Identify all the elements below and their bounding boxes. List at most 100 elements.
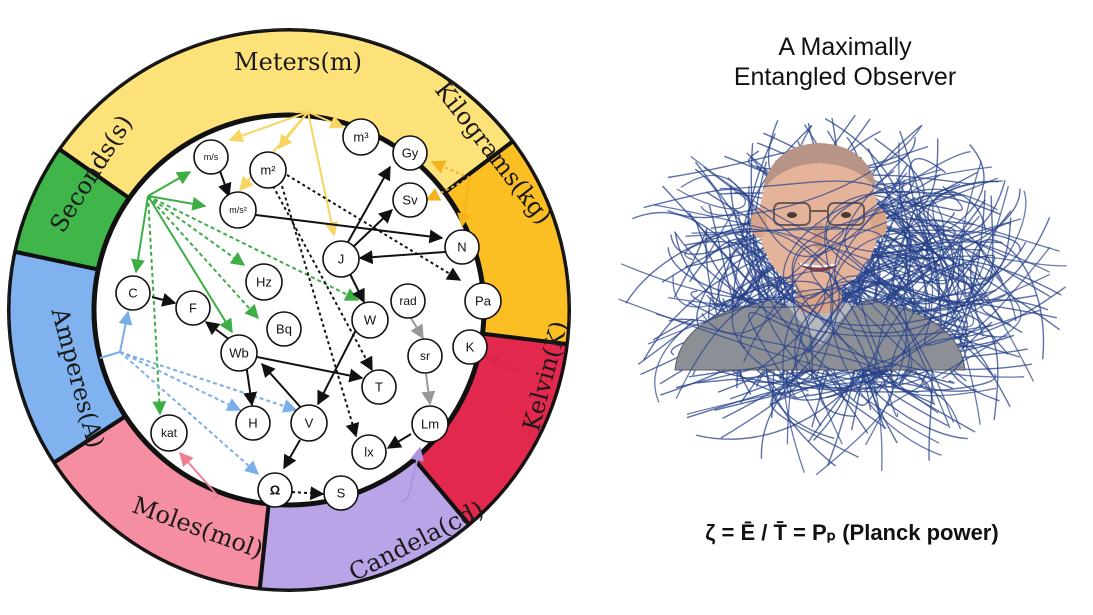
- unit-node-v: V: [290, 404, 328, 442]
- entanglement-network-front: [618, 124, 1067, 476]
- unit-node-sr: sr: [407, 338, 443, 374]
- network-strand: [637, 318, 695, 365]
- svg-text:Bq: Bq: [276, 322, 292, 337]
- network-strand: [618, 166, 913, 378]
- network-strand: [887, 239, 1022, 407]
- network-strand: [748, 311, 1025, 398]
- svg-text:sr: sr: [420, 349, 430, 363]
- unit-node-n: N: [444, 229, 480, 265]
- svg-text:C: C: [128, 286, 137, 301]
- network-strand: [734, 218, 1022, 384]
- network-strand: [686, 381, 962, 430]
- svg-text:S: S: [337, 486, 346, 501]
- network-strand: [852, 264, 1017, 402]
- svg-text:Gy: Gy: [402, 146, 419, 161]
- unit-node-k: K: [452, 329, 488, 365]
- svg-text:Lm: Lm: [421, 417, 439, 432]
- planck-power-formula: ζ = Ē / T̄ = Pₚ (Planck power): [705, 520, 999, 545]
- network-strand: [873, 253, 1006, 380]
- derivation-arrows: [151, 165, 462, 501]
- unit-node-rad: rad: [390, 283, 426, 319]
- inner-disc: [91, 112, 487, 508]
- candela-arrow: [401, 446, 424, 503]
- si-units-diagram: Meters(m) Kilograms(kg) Kelvin(K) Candel…: [7, 28, 573, 592]
- svg-text:K: K: [466, 340, 475, 355]
- svg-text:F: F: [189, 301, 197, 316]
- observer-title-line2: Entangled Observer: [733, 63, 957, 91]
- network-strand: [914, 138, 1001, 216]
- network-strand: [675, 296, 878, 399]
- svg-text:J: J: [338, 252, 345, 267]
- svg-text:m²: m²: [260, 163, 276, 178]
- network-strand: [791, 244, 955, 445]
- svg-text:m/s²: m/s²: [229, 205, 247, 215]
- network-strand: [847, 286, 975, 381]
- network-strand: [672, 270, 840, 378]
- svg-text:Pa: Pa: [475, 294, 492, 309]
- seconds-arrows: [131, 171, 360, 416]
- svg-text:H: H: [248, 416, 257, 431]
- svg-text:V: V: [305, 416, 314, 431]
- unit-node-pa: Pa: [464, 282, 502, 320]
- kilograms-arrows: [425, 160, 471, 228]
- network-strand: [655, 313, 894, 476]
- network-strand: [690, 155, 982, 277]
- unit-node-m-per-s2: m/s²: [219, 191, 257, 229]
- network-strand: [834, 201, 980, 306]
- network-strand: [707, 366, 997, 393]
- observer-title: A Maximally Entangled Observer: [700, 32, 990, 92]
- unit-node-s: S: [323, 475, 359, 511]
- network-strand: [719, 180, 1035, 382]
- unit-node-t: T: [361, 369, 397, 405]
- network-strand: [748, 185, 926, 389]
- unit-node-j: J: [322, 240, 360, 278]
- network-strand: [939, 210, 1049, 311]
- unit-node-m3: m³: [342, 118, 380, 156]
- unit-node-hz: Hz: [245, 263, 283, 301]
- unit-node-m2: m²: [249, 151, 287, 189]
- unit-node-f: F: [175, 290, 211, 326]
- svg-text:N: N: [457, 240, 466, 255]
- unit-node-w: W: [351, 301, 389, 339]
- svg-text:Wb: Wb: [229, 346, 249, 361]
- unit-node-h: H: [235, 405, 271, 441]
- network-strand: [810, 177, 998, 472]
- unit-node-c: C: [115, 275, 151, 311]
- amperes-arrows: [99, 310, 298, 475]
- unit-node-kat: kat: [150, 414, 188, 452]
- network-strand: [890, 199, 1060, 425]
- unit-node-sv: Sv: [392, 182, 428, 218]
- unit-node-lx: lx: [351, 434, 387, 470]
- network-strand: [647, 172, 908, 345]
- observer-title-line1: A Maximally: [778, 33, 912, 61]
- network-strand: [806, 179, 916, 354]
- network-strand: [732, 190, 909, 372]
- network-strand: [654, 280, 826, 403]
- segment-label-meters: Meters(m): [234, 48, 362, 76]
- unit-node-m-per-s: m/s: [193, 139, 229, 175]
- unit-node-gy: Gy: [392, 135, 428, 171]
- svg-text:W: W: [364, 313, 377, 328]
- kelvin-arrow: [484, 355, 519, 373]
- network-strand: [676, 177, 746, 210]
- network-strand: [730, 286, 993, 337]
- svg-text:Hz: Hz: [256, 275, 272, 290]
- network-strand: [704, 228, 899, 417]
- unit-node-ohm: Ω: [257, 472, 293, 508]
- network-strand: [858, 256, 968, 389]
- svg-text:lx: lx: [364, 445, 374, 460]
- network-strand: [740, 151, 971, 349]
- svg-text:T: T: [375, 380, 383, 395]
- network-strand: [970, 238, 1045, 360]
- observer-photo-in-network: [618, 114, 1067, 476]
- svg-text:Ω: Ω: [270, 483, 280, 498]
- unit-node-lm: Lm: [411, 405, 449, 443]
- svg-text:m³: m³: [353, 130, 369, 145]
- svg-text:rad: rad: [399, 294, 416, 308]
- svg-text:Sv: Sv: [402, 193, 418, 208]
- rad-to-sr-arrow: [410, 317, 424, 340]
- network-strand: [654, 160, 982, 285]
- unit-node-wb: Wb: [220, 334, 258, 372]
- moles-arrow: [179, 451, 220, 501]
- svg-text:m/s: m/s: [204, 152, 219, 162]
